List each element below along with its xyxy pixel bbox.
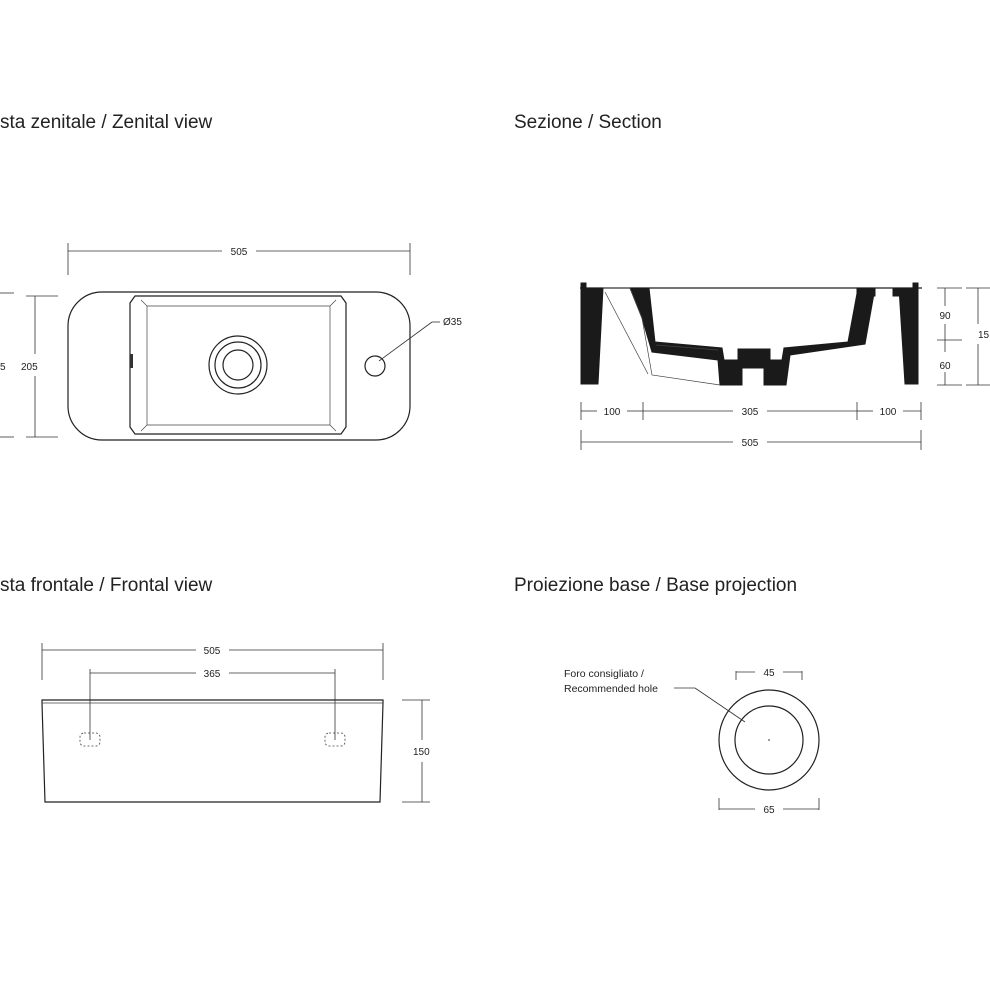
frontal-width-label: 505 [204,646,221,657]
frontal-fixing-label: 365 [204,669,221,680]
zenital-view-title: sta zenitale / Zenital view [0,112,213,133]
base-projection-title: Proiezione base / Base projection [514,575,797,596]
base-inner-dimension: 45 [735,668,803,680]
frontal-height-dimension: 150 [402,699,430,803]
section-width-dimensions: 100 305 100 505 [580,402,922,450]
base-inner-dim-label: 45 [763,668,775,679]
section-view: Sezione / Section 90 [514,112,990,450]
overflow-slot [130,354,133,368]
tap-hole [364,355,386,377]
base-outer-ring [718,689,820,791]
zenital-basin [67,291,411,441]
section-center-width-label: 305 [742,407,759,418]
frontal-width-dimension: 505 [41,643,384,680]
recommended-hole-note-line1: Foro consigliato / [564,668,644,680]
frontal-height-label: 150 [413,747,430,758]
drain-outer-circle [208,335,268,395]
section-right-width-label: 100 [880,407,897,418]
section-profile [580,282,922,386]
section-left-width-label: 100 [604,407,621,418]
right-fixing-hole [324,732,346,747]
base-outer-dimension: 65 [718,798,820,816]
zenital-depth-label: 205 [21,362,38,373]
base-outer-dim-label: 65 [763,805,775,816]
base-inner-ring [734,705,804,775]
base-projection-view: Proiezione base / Base projection Foro c… [514,575,820,816]
frontal-fixing-dimension: 365 [89,669,336,740]
frontal-body [41,699,384,803]
zenital-edge-partial-label: 5 [0,362,6,373]
zenital-depth-dimension: 5 205 [0,292,58,438]
zenital-width-dimension: 505 [67,243,411,275]
zenital-hole-callout: Ø35 [378,317,462,362]
recommended-hole-note-line2: Recommended hole [564,683,658,695]
left-fixing-hole [79,732,101,747]
frontal-view-title: sta frontale / Frontal view [0,575,213,596]
section-lower-height-label: 60 [939,361,951,372]
section-total-width-label: 505 [742,438,759,449]
section-upper-height-label: 90 [939,311,951,322]
section-height-dimensions: 90 60 15 [937,287,990,386]
frontal-view: sta frontale / Frontal view 505 365 [0,575,430,803]
zenital-view: sta zenitale / Zenital view 505 5 205 [0,112,462,441]
zenital-width-label: 505 [231,247,248,258]
zenital-hole-label: Ø35 [443,317,462,328]
section-total-height-partial-label: 15 [978,330,990,341]
section-view-title: Sezione / Section [514,112,662,133]
